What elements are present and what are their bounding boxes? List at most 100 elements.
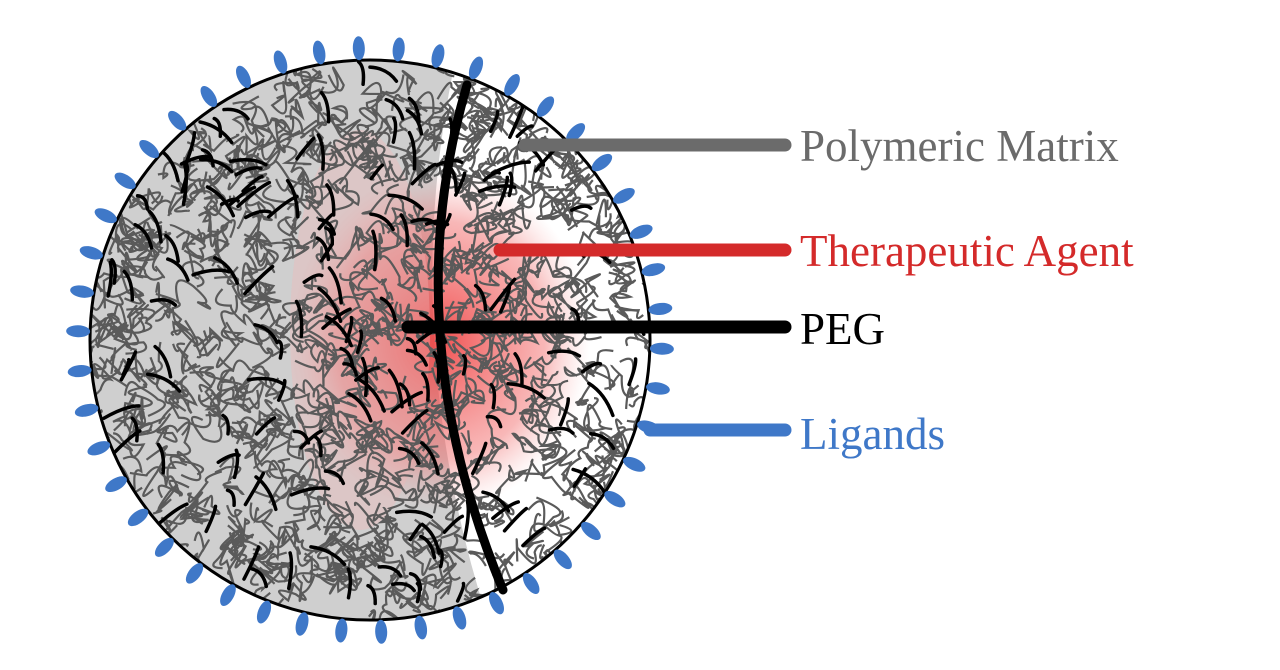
- polymer-strand: [465, 109, 490, 128]
- peg-chain: [506, 381, 547, 400]
- peg-chain: [324, 315, 353, 348]
- polymer-strand: [260, 316, 292, 339]
- polymer-strand: [352, 259, 388, 286]
- polymer-strand: [373, 529, 394, 558]
- polymer-strand: [531, 287, 555, 309]
- polymer-strand: [175, 279, 212, 310]
- polymer-strand: [360, 428, 391, 452]
- label-ligands: Ligands: [800, 409, 945, 459]
- polymer-strand: [228, 425, 269, 449]
- peg-chain: [485, 414, 503, 429]
- polymer-strand: [246, 138, 277, 186]
- polymer-strand: [378, 545, 409, 580]
- polymer-strand: [563, 366, 592, 387]
- polymer-strand: [408, 91, 435, 145]
- polymer-strand: [401, 70, 418, 96]
- peg-chain: [347, 391, 373, 423]
- ligand: [114, 172, 136, 190]
- peg-chain: [571, 467, 607, 494]
- polymer-strand: [90, 317, 113, 351]
- polymer-strand: [463, 209, 502, 235]
- polymer-strand: [367, 522, 398, 561]
- polymer-strand: [532, 361, 562, 387]
- polymer-strand: [371, 95, 397, 131]
- polymer-strand: [375, 118, 407, 139]
- ligand: [648, 302, 673, 316]
- polymer-strand: [408, 446, 431, 469]
- polymer-strand: [231, 359, 273, 389]
- ligand: [553, 549, 572, 570]
- polymer-strand: [402, 247, 425, 270]
- ligand: [139, 139, 160, 159]
- polymer-strand: [197, 390, 222, 408]
- ligand: [295, 612, 309, 636]
- polymer-strand: [576, 179, 614, 206]
- polymer-strand: [290, 379, 320, 401]
- polymer-strand: [570, 273, 601, 299]
- polymer-strand: [419, 576, 451, 611]
- peg-chain: [135, 193, 150, 211]
- polymer-strand: [176, 450, 205, 482]
- polymer-strand: [242, 438, 269, 460]
- peg-chain: [130, 416, 139, 443]
- polymer-strand: [378, 589, 399, 620]
- polymer-strand: [278, 582, 307, 603]
- peg-chain: [241, 174, 264, 193]
- polymer-strand: [456, 84, 490, 110]
- ligand: [273, 50, 288, 74]
- polymer-strand: [396, 258, 418, 303]
- polymer-strand: [309, 405, 333, 434]
- ligand: [87, 441, 111, 456]
- polymer-strand: [554, 333, 602, 359]
- polymer-strand: [552, 291, 576, 315]
- ligand: [613, 187, 635, 204]
- peg-chain: [325, 183, 336, 217]
- peg-chain: [419, 534, 437, 560]
- polymer-strand: [263, 238, 306, 263]
- peg-chain: [145, 372, 182, 393]
- polymer-strand: [524, 445, 568, 482]
- polymer-strand: [245, 253, 276, 300]
- polymer-strand: [365, 219, 385, 259]
- peg-chain: [405, 348, 428, 367]
- polymer-strand: [284, 60, 300, 91]
- peg-chain: [106, 260, 114, 298]
- polymer-strand: [421, 562, 457, 590]
- ligand: [489, 592, 505, 615]
- polymer-strand: [123, 380, 166, 418]
- peg-chain: [221, 413, 231, 436]
- peg-chain: [442, 514, 465, 534]
- peg-chain: [183, 131, 197, 167]
- polymer-strand: [575, 384, 591, 407]
- polymer-strand: [452, 249, 482, 298]
- polymer-strand: [315, 570, 353, 595]
- ligand: [79, 246, 103, 260]
- polymer-strand: [417, 462, 444, 493]
- polymer-strand: [425, 533, 459, 585]
- peg-chain: [253, 323, 279, 345]
- polymer-strand: [540, 254, 588, 293]
- polymer-strand: [466, 75, 502, 132]
- polymer-strand: [625, 336, 650, 367]
- polymer-strand: [591, 364, 621, 391]
- peg-chain: [558, 397, 570, 427]
- polymer-strand: [174, 187, 204, 213]
- polymer-strand: [412, 233, 447, 281]
- peg-chain: [390, 390, 424, 414]
- polymer-strand: [169, 224, 206, 248]
- peg-chain: [242, 545, 261, 581]
- polymer-strand: [415, 426, 440, 458]
- polymer-strand: [399, 586, 429, 609]
- polymer-strand: [175, 230, 200, 280]
- ligand: [127, 508, 149, 527]
- polymer-strand: [227, 153, 264, 191]
- peg-chain: [346, 567, 353, 600]
- polymer-strand: [543, 400, 579, 428]
- peg-chain: [200, 148, 215, 168]
- ligand: [185, 563, 204, 584]
- polymer-strand: [229, 525, 254, 560]
- polymer-strand: [293, 67, 323, 99]
- polymer-strand: [322, 422, 345, 449]
- polymer-strand: [488, 464, 516, 512]
- ligand: [392, 37, 405, 62]
